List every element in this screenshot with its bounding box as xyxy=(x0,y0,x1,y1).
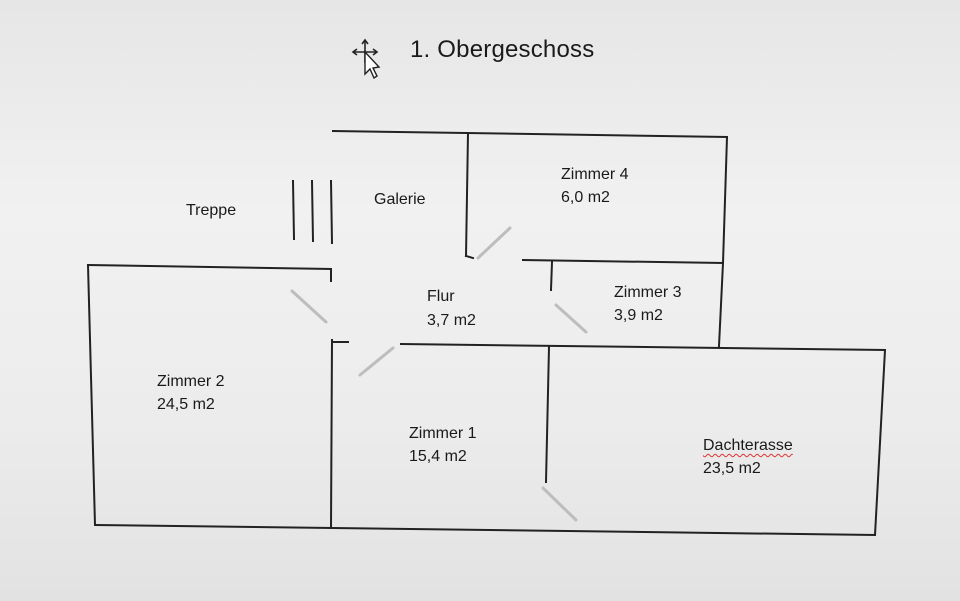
wall-dachterasse-right xyxy=(873,348,887,537)
stair-line-1 xyxy=(291,179,296,241)
label-treppe: Treppe xyxy=(186,202,237,219)
wall-zimmer3-top xyxy=(521,258,725,265)
label-flur-name: Flur xyxy=(427,288,455,305)
wall-flur-bottom xyxy=(399,342,887,352)
label-zimmer3-name: Zimmer 3 xyxy=(614,284,682,301)
door-zimmer4 xyxy=(476,226,512,260)
wall-zimmer1-dachterasse xyxy=(544,345,551,484)
door-zimmer3 xyxy=(554,303,588,334)
door-zimmer1 xyxy=(358,346,395,377)
door-zimmer2 xyxy=(290,289,328,324)
label-galerie: Galerie xyxy=(374,191,426,208)
label-flur-area: 3,7 m2 xyxy=(427,312,476,329)
label-zimmer1-area: 15,4 m2 xyxy=(409,448,467,465)
label-zimmer4-name: Zimmer 4 xyxy=(561,166,629,183)
stair-line-3 xyxy=(329,179,334,245)
label-zimmer1-name: Zimmer 1 xyxy=(409,425,477,442)
wall-galerie-zimmer4 xyxy=(464,131,470,258)
label-zimmer2-area: 24,5 m2 xyxy=(157,396,215,413)
door-dachterasse xyxy=(541,486,578,522)
wall-zimmer2-left xyxy=(86,263,97,527)
wall-zimmer2-top xyxy=(86,263,333,271)
wall-top xyxy=(331,129,729,139)
label-zimmer4-area: 6,0 m2 xyxy=(561,189,610,206)
label-zimmer3-area: 3,9 m2 xyxy=(614,307,663,324)
stair-line-2 xyxy=(310,179,315,243)
wall-zimmer3-right xyxy=(717,261,725,348)
wall-zimmer3-left xyxy=(549,260,554,292)
label-zimmer2-name: Zimmer 2 xyxy=(157,373,225,390)
wall-zimmer4-stub xyxy=(464,254,475,260)
wall-zimmer4-right xyxy=(721,135,729,265)
label-dachterasse-name: Dachterasse xyxy=(703,437,793,454)
move-cursor-icon xyxy=(351,38,381,80)
wall-zimmer2-right xyxy=(329,338,334,530)
wall-bottom xyxy=(93,523,877,537)
label-dachterasse-area: 23,5 m2 xyxy=(703,460,761,477)
page-title: 1. Obergeschoss xyxy=(410,36,595,63)
